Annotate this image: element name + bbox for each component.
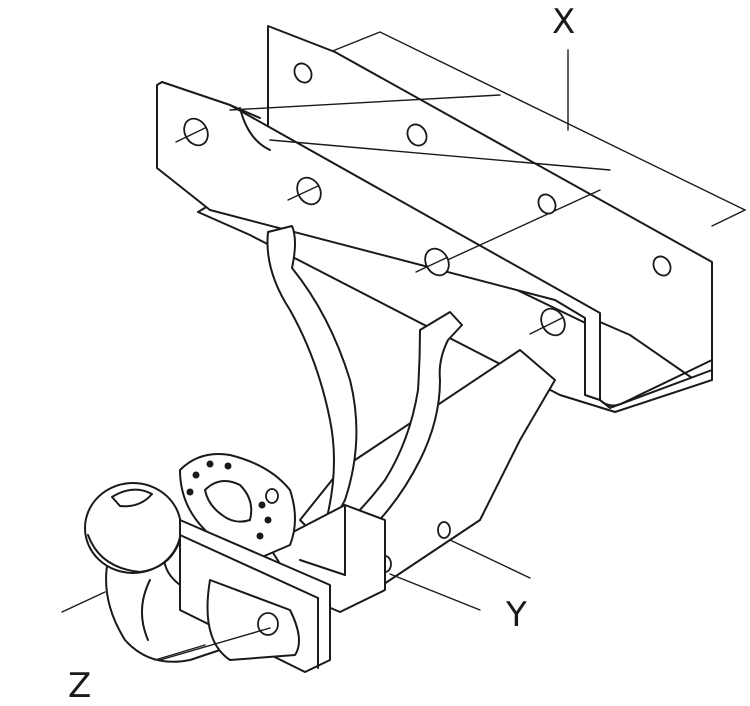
label-y: Y xyxy=(505,595,527,635)
bolt-hole xyxy=(537,193,557,215)
label-z: Z xyxy=(68,666,91,706)
mounting-holes xyxy=(175,62,672,337)
bolt-axis-lines xyxy=(229,94,611,269)
bolt-hole xyxy=(296,176,322,206)
front-plate xyxy=(159,519,331,673)
bolt-hole xyxy=(406,123,428,147)
channel-bracket xyxy=(156,25,713,413)
bolt-hole xyxy=(652,255,672,277)
leader-lines xyxy=(61,591,206,661)
label-x: X xyxy=(552,2,575,42)
bolt-hole xyxy=(293,62,313,84)
x-dimension-lines xyxy=(329,31,747,227)
